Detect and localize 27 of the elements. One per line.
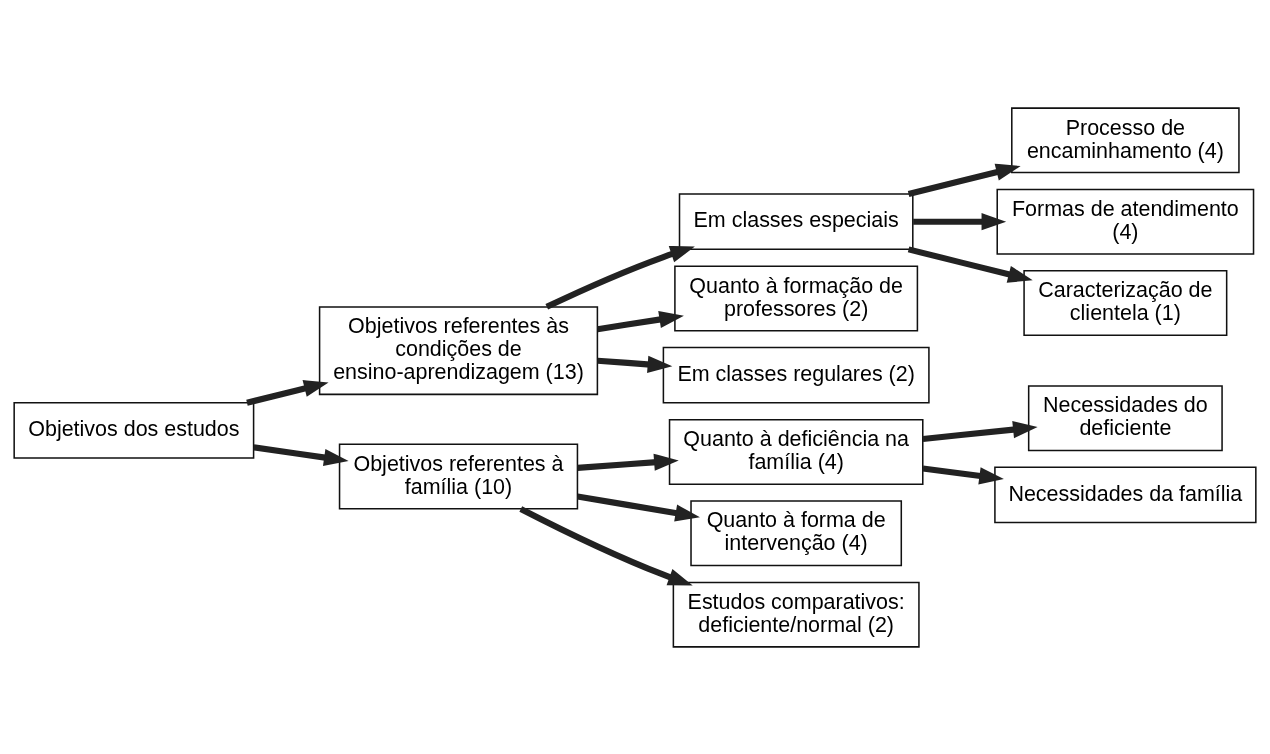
node-box: Necessidades do deficiente <box>1027 384 1223 451</box>
arrow <box>545 245 695 310</box>
node-box: Quanto à forma de intervenção (4) <box>690 499 903 566</box>
node-box: Em classes regulares (2) <box>662 346 930 404</box>
node-box: Estudos comparativos: deficiente/normal (2) <box>672 581 920 648</box>
node-box: Caracterização de clientela (1) <box>1023 269 1228 336</box>
node-box: Em classes especiais <box>678 192 914 250</box>
arrow <box>519 505 693 585</box>
node-box: Necessidades da família <box>994 466 1257 523</box>
arrow <box>922 464 1004 484</box>
arrow <box>246 379 329 406</box>
arrow <box>922 420 1038 442</box>
arrow <box>597 310 684 332</box>
arrow <box>597 355 673 373</box>
arrow <box>253 443 349 466</box>
arrow <box>577 492 700 522</box>
node-box: Processo de encaminhamento (4) <box>1011 106 1240 173</box>
node-box: Quanto à formação de professores (2) <box>674 264 919 331</box>
node-box: Objetivos referentes às condições de ensino-aprendizagem (13) <box>318 305 599 395</box>
arrow <box>577 453 679 471</box>
node-box: Formas de atendimento (4) <box>996 188 1255 255</box>
arrow <box>907 163 1021 197</box>
node-box: Quanto à deficiência na família (4) <box>668 418 924 485</box>
node-box: Objetivos dos estudos <box>13 401 255 459</box>
arrow <box>913 212 1007 230</box>
node-box: Objetivos referentes à família (10) <box>338 443 579 509</box>
arrow <box>907 245 1033 283</box>
